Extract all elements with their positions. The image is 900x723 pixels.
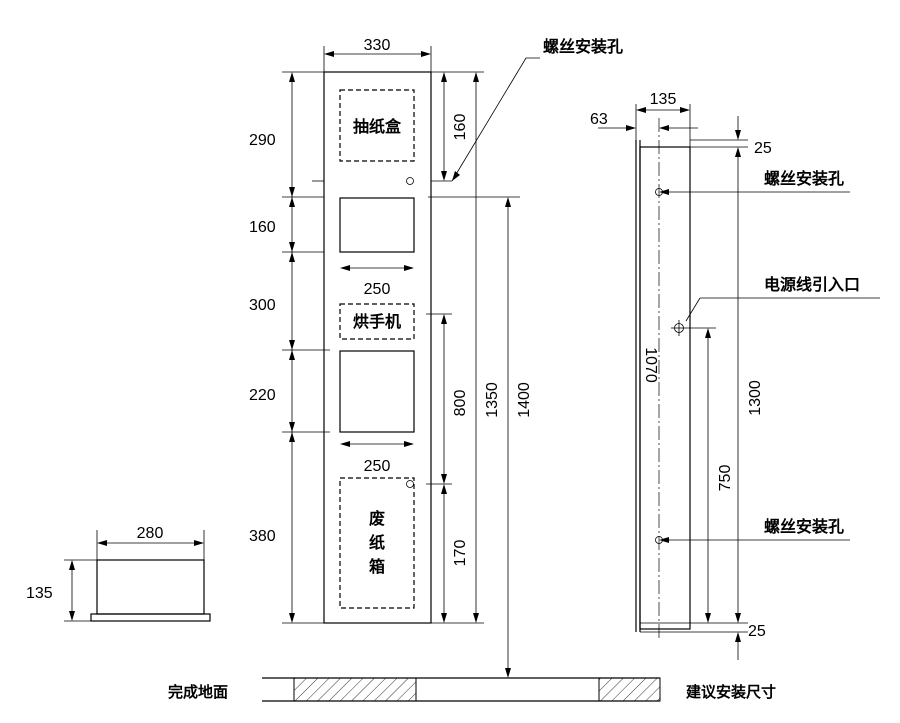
screw-hole-label-side-bottom: 螺丝安装孔 bbox=[764, 517, 844, 536]
dim-window-w2: 250 bbox=[364, 458, 391, 475]
tissue-box-outline bbox=[339, 89, 415, 162]
small-view: 280 135 bbox=[26, 525, 211, 622]
floor-hatch-right bbox=[598, 677, 661, 702]
waste-label-1: 废 bbox=[369, 509, 385, 528]
hand-dryer-label: 烘手机 bbox=[353, 312, 401, 331]
hand-dryer-outline bbox=[339, 303, 415, 340]
side-outline bbox=[639, 146, 691, 630]
dim-side-25-bot: 25 bbox=[748, 623, 766, 640]
dim-front-h3: 300 bbox=[249, 297, 276, 314]
dim-side-1300: 1300 bbox=[747, 380, 764, 416]
dim-front-width: 330 bbox=[364, 37, 391, 54]
dim-front-h1: 290 bbox=[249, 132, 276, 149]
power-inlet-label: 电源线引入口 bbox=[764, 275, 860, 294]
waste-label-2: 纸 bbox=[369, 533, 385, 552]
dim-waste-h: 170 bbox=[452, 540, 469, 567]
dim-total-h: 1350 bbox=[484, 382, 501, 418]
dim-floor-h: 1400 bbox=[516, 382, 533, 418]
dim-side-63: 63 bbox=[590, 111, 608, 128]
waste-label-3: 箱 bbox=[369, 557, 385, 576]
side-view: 135 63 25 1300 750 1070 25 bbox=[590, 91, 880, 660]
waste-paper-outline bbox=[339, 477, 415, 609]
dim-front-h5: 380 bbox=[249, 528, 276, 545]
dim-side-750: 750 bbox=[717, 465, 734, 492]
dim-small-h: 135 bbox=[26, 585, 53, 602]
finished-floor-label: 完成地面 bbox=[168, 683, 228, 701]
window-1 bbox=[339, 197, 415, 253]
small-box bbox=[96, 559, 205, 615]
front-view: 抽纸盒 烘手机 废 纸 箱 330 bbox=[249, 37, 623, 678]
dim-front-h2: 160 bbox=[249, 219, 276, 236]
front-cabinet-outline bbox=[323, 71, 432, 624]
suggested-size-label: 建议安装尺寸 bbox=[686, 683, 776, 701]
screw-hole-front-top bbox=[406, 177, 414, 185]
floor: 完成地面 建议安装尺寸 bbox=[168, 677, 776, 702]
screw-hole-label-side-top: 螺丝安装孔 bbox=[764, 169, 844, 188]
dim-small-w: 280 bbox=[137, 525, 164, 542]
screw-hole-front-bottom bbox=[406, 480, 414, 488]
dim-front-h4: 220 bbox=[249, 387, 276, 404]
tissue-box-label: 抽纸盒 bbox=[353, 117, 402, 136]
dim-dryer-h: 800 bbox=[452, 390, 469, 417]
dim-tissue-hole: 160 bbox=[452, 114, 469, 141]
screw-hole-label-front: 螺丝安装孔 bbox=[543, 37, 623, 56]
small-base bbox=[90, 613, 211, 622]
floor-hatch-left bbox=[293, 677, 417, 702]
dim-side-1070: 1070 bbox=[642, 347, 659, 383]
dim-side-135: 135 bbox=[650, 91, 677, 108]
dim-window-w1: 250 bbox=[364, 281, 391, 298]
dim-side-25-top: 25 bbox=[754, 140, 772, 157]
window-2 bbox=[339, 350, 415, 433]
